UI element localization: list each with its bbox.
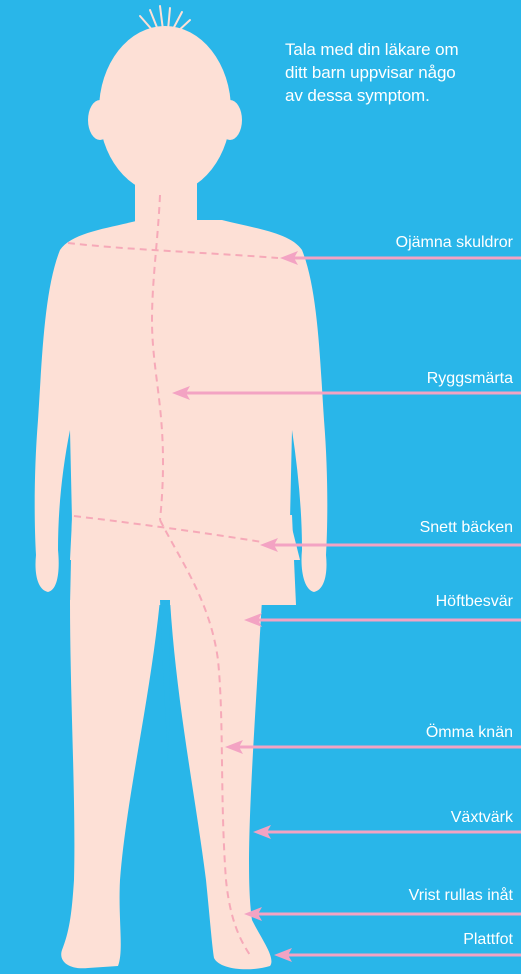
left-ear bbox=[88, 100, 112, 140]
label-hoftbesvar: Höftbesvär bbox=[436, 593, 513, 611]
arrow-hoftbesvar bbox=[244, 613, 521, 627]
arrow-snett-backen bbox=[260, 538, 521, 552]
intro-line-3: av dessa symptom. bbox=[285, 84, 521, 107]
arrow-ojamna-skuldror bbox=[280, 251, 521, 265]
label-ryggsmarta: Ryggsmärta bbox=[427, 370, 513, 388]
intro-line-2: ditt barn uppvisar någo bbox=[285, 61, 521, 84]
leg-gap bbox=[160, 600, 170, 760]
label-plattfot: Plattfot bbox=[463, 931, 513, 949]
label-omma-knan: Ömma knän bbox=[426, 724, 513, 742]
label-vrist-rullas-inat: Vrist rullas inåt bbox=[409, 887, 513, 905]
head bbox=[99, 26, 231, 194]
arrow-omma-knan bbox=[225, 740, 521, 754]
label-ojamna-skuldror: Ojämna skuldror bbox=[396, 234, 513, 252]
label-vaxtvark: Växtvärk bbox=[451, 809, 513, 827]
intro-text: Tala med din läkare om ditt barn uppvisa… bbox=[285, 38, 521, 107]
right-ear bbox=[218, 100, 242, 140]
arrow-plattfot bbox=[274, 948, 521, 962]
arrow-vaxtvark bbox=[253, 825, 521, 839]
arrow-vrist-rullas-inat bbox=[244, 907, 521, 921]
hips bbox=[70, 515, 296, 605]
label-snett-backen: Snett bäcken bbox=[420, 519, 513, 537]
left-leg bbox=[61, 600, 160, 968]
intro-line-1: Tala med din läkare om bbox=[285, 38, 521, 61]
